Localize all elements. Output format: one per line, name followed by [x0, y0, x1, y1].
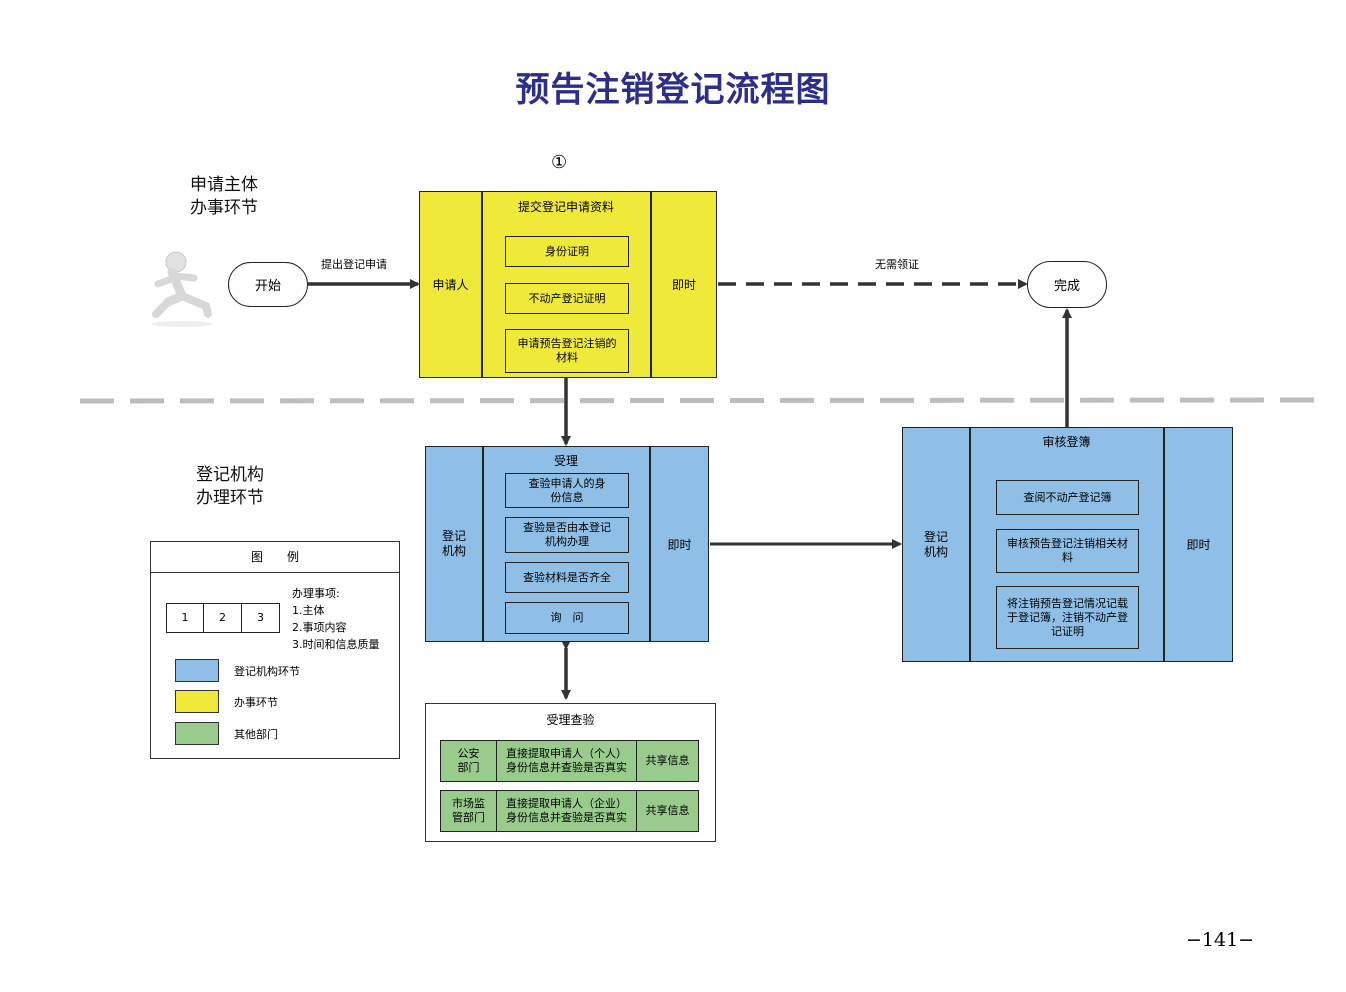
- step2-content: 受理 查验申请人的身份信息 查验是否由本登记机构办理 查验材料是否齐全 询 问: [483, 446, 650, 642]
- step2-item: 查验是否由本登记机构办理: [505, 517, 629, 553]
- step2-item: 查验申请人的身份信息: [505, 473, 629, 508]
- step3-actor-label: 登记机构: [923, 529, 948, 559]
- verification-dept: 市场监管部门: [440, 790, 497, 832]
- legend-notes: 办理事项: 1.主体 2.事项内容 3.时间和信息质量: [292, 585, 380, 653]
- step1-title: 提交登记申请资料: [517, 200, 614, 214]
- legend-note: 2.事项内容: [292, 621, 347, 634]
- step3-content: 审核登簿 查阅不动产登记簿 审核预告登记注销相关材料 将注销预告登记情况记载于登…: [970, 427, 1164, 662]
- legend-notes-title: 办理事项:: [292, 587, 340, 600]
- step3-actor: 登记机构: [902, 427, 970, 662]
- step2-title: 受理: [553, 454, 578, 468]
- legend-swatch-yellow: [175, 690, 219, 713]
- lane-label-line: 申请主体: [190, 175, 258, 195]
- step3-item: 将注销预告登记情况记载于登记簿，注销不动产登记证明: [996, 586, 1139, 649]
- legend-swatch-blue: [175, 659, 219, 682]
- verification-share: 共享信息: [636, 790, 699, 832]
- verification-box: 受理查验 公安部门 直接提取申请人（个人）身份信息并查验是否真实 共享信息 市场…: [425, 703, 716, 842]
- lane-label-line: 登记机构: [196, 465, 264, 485]
- legend-swatch-green: [175, 722, 219, 745]
- verification-share: 共享信息: [636, 740, 699, 782]
- start-node: 开始: [228, 262, 308, 307]
- step1-content: 提交登记申请资料 身份证明 不动产登记证明 申请预告登记注销的材料: [482, 191, 651, 378]
- lane-label-applicant: 申请主体 办事环节: [190, 174, 258, 220]
- step3-item: 查阅不动产登记簿: [996, 480, 1139, 515]
- legend-swatch-label: 登记机构环节: [234, 665, 300, 678]
- page-title: 预告注销登记流程图: [515, 70, 831, 110]
- step3-item: 审核预告登记注销相关材料: [996, 529, 1139, 573]
- legend-swatch-label: 其他部门: [234, 728, 278, 741]
- step1-time: 即时: [651, 191, 717, 378]
- legend-cell: 3: [242, 603, 280, 633]
- lane-label-line: 办事环节: [190, 198, 258, 218]
- step1-item: 不动产登记证明: [505, 283, 629, 314]
- step2-actor-label: 登记机构: [441, 529, 466, 558]
- legend-note: 1.主体: [292, 604, 325, 617]
- edge-label-no-cert: 无需领证: [875, 258, 919, 271]
- verification-action: 直接提取申请人（个人）身份信息并查验是否真实: [496, 740, 637, 782]
- legend-swatch-label: 办事环节: [234, 696, 278, 709]
- step1-item: 申请预告登记注销的材料: [505, 329, 629, 373]
- verification-action: 直接提取申请人（企业）身份信息并查验是否真实: [496, 790, 637, 832]
- verification-title: 受理查验: [546, 713, 595, 727]
- legend: 图 例 1 2 3 办理事项: 1.主体 2.事项内容 3.时间和信息质量 登记…: [150, 541, 400, 759]
- step3-time: 即时: [1164, 427, 1233, 662]
- legend-divider: [151, 572, 399, 573]
- legend-title: 图 例: [250, 550, 299, 564]
- legend-cells: 1 2 3: [166, 603, 280, 633]
- lane-label-registry: 登记机构 办理环节: [196, 464, 264, 510]
- step2-time: 即时: [650, 446, 709, 642]
- step2-actor: 登记机构: [425, 446, 483, 642]
- running-person-icon: [152, 251, 212, 327]
- step2-item: 询 问: [505, 602, 629, 634]
- step3-title: 审核登簿: [1042, 435, 1091, 449]
- step2-item: 查验材料是否齐全: [505, 562, 629, 593]
- step-marker: ①: [551, 152, 568, 173]
- step1-actor: 申请人: [419, 191, 482, 378]
- legend-cell: 2: [204, 603, 242, 633]
- page-number: −141−: [1186, 929, 1255, 951]
- legend-cell: 1: [166, 603, 204, 633]
- finish-node: 完成: [1027, 261, 1107, 308]
- verification-dept: 公安部门: [440, 740, 497, 782]
- lane-divider: [79, 397, 1321, 404]
- lane-label-line: 办理环节: [196, 488, 264, 508]
- edge-label-submit: 提出登记申请: [321, 258, 387, 271]
- step1-item: 身份证明: [505, 236, 629, 267]
- legend-note: 3.时间和信息质量: [292, 638, 380, 651]
